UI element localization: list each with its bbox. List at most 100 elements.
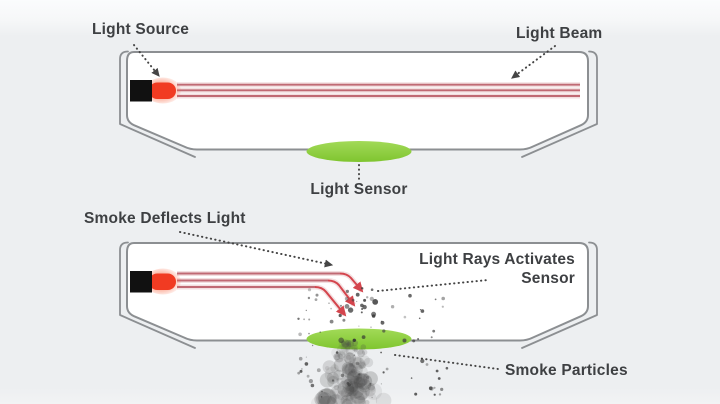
smoke-particle bbox=[435, 369, 439, 373]
smoke-particle bbox=[336, 344, 348, 356]
smoke-particle bbox=[331, 388, 340, 396]
label-light-source: Light Source bbox=[92, 21, 190, 38]
smoke-particle bbox=[337, 351, 346, 360]
smoke-particle bbox=[323, 387, 331, 395]
smoke-particle bbox=[346, 361, 356, 370]
smoke-particle bbox=[308, 379, 313, 384]
smoke-particle bbox=[329, 385, 349, 404]
smoke-particle bbox=[382, 329, 386, 333]
smoke-particle bbox=[352, 338, 356, 342]
smoke-particle bbox=[339, 348, 346, 355]
smoke-cloud bbox=[297, 287, 449, 404]
smoke-particle bbox=[324, 366, 341, 383]
smoke-particle bbox=[366, 296, 369, 299]
smoke-particle bbox=[353, 348, 358, 353]
leader-smoke-deflects-light bbox=[179, 231, 334, 268]
smoke-particle bbox=[297, 371, 301, 375]
smoke-particle bbox=[349, 375, 360, 387]
smoke-particle bbox=[385, 367, 389, 371]
smoke-particle bbox=[311, 344, 314, 347]
smoke-particle bbox=[314, 298, 318, 301]
smoke-particle bbox=[353, 373, 368, 388]
smoke-particle bbox=[326, 371, 339, 384]
smoke-particle bbox=[355, 376, 360, 381]
smoke-particle bbox=[369, 296, 374, 301]
smoke-particle bbox=[346, 345, 358, 357]
smoke-particle bbox=[310, 396, 327, 404]
smoke-particle bbox=[369, 382, 372, 385]
smoke-particle bbox=[345, 289, 349, 293]
smoke-particle bbox=[349, 357, 355, 363]
smoke-particle bbox=[352, 340, 359, 347]
leader-light-beam bbox=[511, 45, 556, 79]
smoke-particle bbox=[333, 358, 348, 372]
smoke-particle bbox=[361, 335, 366, 339]
smoke-particle bbox=[305, 309, 307, 312]
smoke-particle bbox=[344, 344, 356, 355]
light-sensor-ellipse-bottom bbox=[306, 328, 412, 350]
smoke-particle bbox=[301, 368, 303, 370]
smoke-particle bbox=[358, 325, 360, 327]
smoke-particle bbox=[350, 375, 364, 389]
smoke-particle bbox=[375, 392, 392, 404]
smoke-particle bbox=[432, 329, 436, 333]
smoke-particle bbox=[357, 360, 367, 369]
smoke-particle bbox=[344, 352, 356, 365]
smoke-particle bbox=[353, 364, 368, 379]
smoke-particle bbox=[430, 336, 433, 339]
smoke-particle bbox=[412, 339, 416, 343]
smoke-particle bbox=[433, 393, 436, 396]
smoke-particle bbox=[303, 318, 305, 321]
smoke-particle bbox=[340, 304, 342, 307]
light-beam-lines bbox=[177, 82, 580, 99]
smoke-particle bbox=[316, 368, 321, 373]
smoke-particle bbox=[347, 369, 363, 385]
smoke-particle bbox=[352, 382, 370, 401]
smoke-particle bbox=[362, 349, 368, 355]
smoke-particle bbox=[341, 362, 355, 375]
smoke-particle bbox=[356, 373, 373, 390]
smoke-particle bbox=[338, 313, 342, 318]
smoke-particle bbox=[418, 317, 421, 320]
smoke-particle bbox=[351, 344, 358, 352]
smoke-particle bbox=[330, 307, 332, 310]
smoke-particle bbox=[321, 390, 323, 393]
smoke-particle bbox=[347, 340, 355, 347]
leader-smoke-particles bbox=[394, 354, 499, 370]
smoke-particle bbox=[434, 298, 437, 301]
smoke-particle bbox=[433, 386, 436, 389]
smoke-particle bbox=[382, 371, 385, 374]
smoke-particle bbox=[306, 374, 310, 378]
smoke-particle bbox=[348, 362, 354, 367]
smoke-particle bbox=[346, 370, 360, 384]
smoke-particle bbox=[322, 360, 337, 374]
smoke-particle bbox=[342, 339, 353, 350]
smoke-particle bbox=[314, 391, 330, 404]
smoke-particle bbox=[380, 320, 385, 325]
smoke-particle bbox=[341, 398, 352, 404]
smoke-particle bbox=[355, 361, 360, 366]
smoke-particle bbox=[335, 394, 340, 399]
smoke-particle bbox=[370, 288, 374, 292]
smoke-particle bbox=[338, 337, 345, 344]
smoke-particle bbox=[440, 387, 444, 391]
smoke-particle bbox=[360, 344, 367, 350]
smoke-particle bbox=[351, 298, 355, 302]
smoke-particle bbox=[330, 364, 339, 373]
smoke-particle bbox=[338, 387, 345, 395]
smoke-particle bbox=[344, 363, 356, 376]
smoke-particle bbox=[320, 396, 323, 398]
smoke-particle bbox=[304, 362, 309, 366]
smoke-particle bbox=[361, 308, 364, 310]
smoke-particle bbox=[425, 363, 429, 366]
smoke-particle bbox=[420, 309, 425, 313]
smoke-particle bbox=[344, 382, 354, 392]
smoke-particle bbox=[338, 354, 343, 359]
smoke-particle bbox=[363, 371, 378, 386]
smoke-particle bbox=[342, 318, 346, 322]
smoke-particle bbox=[336, 377, 344, 386]
smoke-particle bbox=[410, 377, 413, 379]
smoke-particle bbox=[356, 372, 369, 386]
smoke-particle bbox=[344, 385, 355, 396]
